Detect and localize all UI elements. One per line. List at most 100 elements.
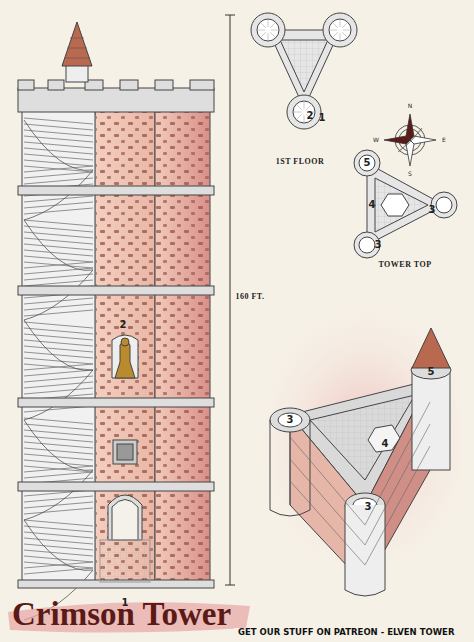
compass-letter: N (408, 103, 413, 109)
stroke (24, 562, 93, 568)
stroke (304, 102, 305, 109)
callout-number: 4 (369, 200, 376, 210)
stair-rail (24, 220, 93, 320)
stroke (24, 376, 93, 382)
stroke (24, 568, 93, 574)
callout-number: 5 (428, 367, 435, 377)
stroke (24, 388, 93, 394)
stroke (24, 304, 93, 310)
stroke (24, 364, 93, 370)
stroke (333, 23, 338, 28)
stroke (290, 481, 365, 565)
stroke (24, 166, 93, 172)
stroke (24, 262, 93, 268)
stroke (340, 20, 341, 27)
stroke (24, 442, 93, 448)
callout-number: 1 (319, 113, 326, 123)
stroke (24, 172, 93, 178)
stroke (270, 23, 275, 28)
stroke (365, 446, 430, 565)
stroke (24, 466, 93, 472)
stroke (24, 220, 93, 226)
callout-number: 3 (365, 502, 372, 512)
stroke (24, 436, 93, 442)
stroke (24, 238, 93, 244)
callout-number: 1 (122, 598, 129, 608)
stroke (24, 466, 93, 472)
stroke (270, 32, 275, 37)
stroke (24, 460, 93, 466)
floor-label: TOWER TOP (378, 261, 431, 269)
stroke (304, 115, 305, 122)
stroke (342, 32, 347, 37)
stroke (24, 280, 93, 286)
floor-label: 1ST FLOOR (276, 158, 325, 166)
stroke (24, 328, 93, 334)
stroke (24, 178, 93, 184)
stair-rail (24, 120, 93, 220)
stroke (365, 424, 430, 545)
stroke (261, 32, 266, 37)
stroke (24, 346, 93, 352)
stroke (24, 148, 93, 154)
stroke (24, 562, 93, 568)
stroke (290, 437, 365, 525)
stroke (24, 160, 93, 166)
stroke (24, 124, 93, 130)
stroke (24, 142, 93, 148)
stroke (268, 20, 269, 27)
stroke (294, 112, 301, 113)
stroke (24, 418, 93, 424)
callout-number: 3 (429, 205, 436, 215)
stroke (24, 226, 93, 232)
stroke (24, 136, 93, 142)
stroke (333, 32, 338, 37)
callout-number: 4 (382, 439, 389, 449)
callout-number: 2 (120, 320, 127, 330)
stroke (24, 310, 93, 316)
stroke (24, 118, 93, 124)
stroke (24, 322, 93, 328)
compass-letter: S (408, 171, 412, 177)
stroke (24, 526, 93, 532)
stroke (24, 448, 93, 454)
stroke (24, 268, 93, 274)
stroke (297, 114, 302, 119)
stroke (24, 508, 93, 514)
stroke (24, 208, 93, 214)
stroke (24, 424, 93, 430)
stroke (24, 382, 93, 388)
compass-letter: E (442, 137, 446, 143)
stroke (24, 550, 93, 556)
stair-rail (24, 420, 93, 520)
stroke (306, 105, 311, 110)
stroke (24, 544, 93, 550)
stroke (24, 166, 93, 172)
stroke (290, 459, 365, 545)
callout-number: 3 (375, 240, 382, 250)
callout-number: 2 (307, 111, 314, 121)
stroke (340, 33, 341, 40)
stroke (342, 23, 347, 28)
stroke (24, 274, 93, 280)
stroke (24, 538, 93, 544)
stroke (258, 30, 265, 31)
callout-number: 5 (364, 158, 371, 168)
stroke (297, 105, 302, 110)
stroke (24, 472, 93, 478)
stroke (261, 23, 266, 28)
stroke (24, 244, 93, 250)
stroke (24, 364, 93, 370)
stroke (268, 33, 269, 40)
stroke (24, 370, 93, 376)
stroke (24, 520, 93, 526)
stroke (24, 196, 93, 202)
footer-note: GET OUR STUFF ON PATREON - ELVEN TOWER (238, 628, 454, 637)
compass-letter: W (373, 137, 379, 143)
stroke (343, 30, 350, 31)
callout-number: 3 (287, 415, 294, 425)
stroke (24, 496, 93, 502)
stroke (24, 250, 93, 256)
dimension-label: 160 FT. (235, 293, 264, 301)
